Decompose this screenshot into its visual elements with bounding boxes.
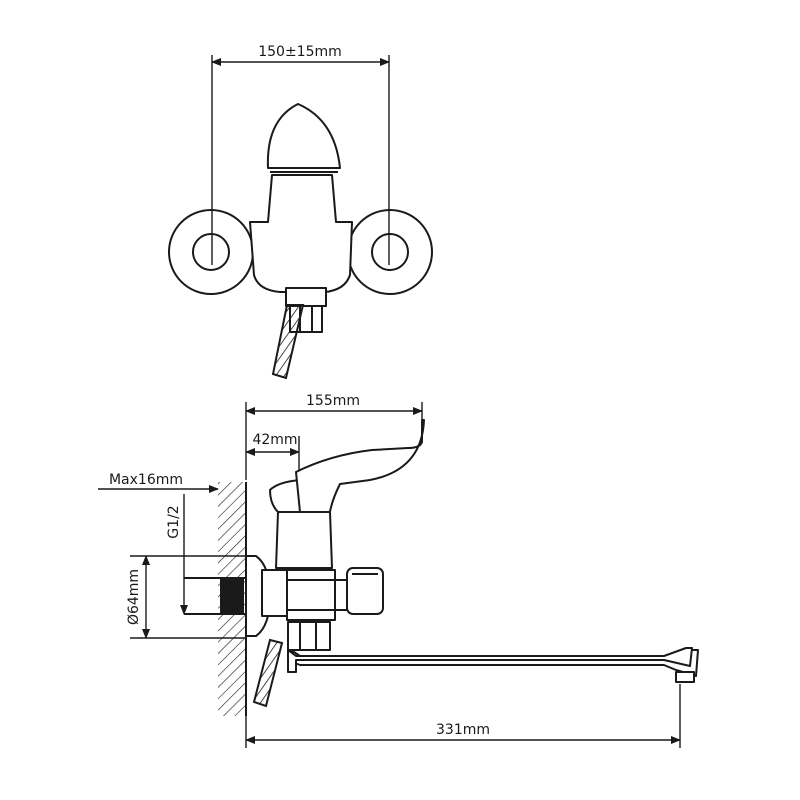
label-wall-max: Max16mm [109, 472, 183, 488]
dimension-wall-max: Max16mm [98, 472, 219, 493]
dimension-lever-offset: 42mm [245, 432, 300, 470]
lower-nut [287, 621, 331, 651]
label-flange-dia: Ø64mm [126, 569, 142, 625]
lever-handle-side [295, 419, 425, 513]
label-center-distance: 150±15mm [258, 44, 342, 60]
diverter-block [286, 567, 384, 621]
label-lever-offset: 42mm [252, 432, 297, 448]
side-view: 155mm 42mm Max16mm G1/2 Ø64mm [98, 393, 699, 748]
right-flange [347, 209, 433, 295]
spout [287, 649, 699, 677]
aerator [675, 671, 695, 683]
dimension-thread: G1/2 [166, 494, 188, 615]
dimension-spout-length: 331mm [245, 684, 681, 748]
mixer-body-side [275, 511, 333, 569]
braided-hose-top [271, 304, 305, 380]
mixer-body-top [249, 174, 353, 293]
label-thread: G1/2 [166, 505, 182, 538]
wall-pipe [220, 578, 244, 614]
label-spout-length: 331mm [436, 722, 490, 738]
lever-handle-top [266, 103, 341, 169]
label-overall-depth: 155mm [306, 393, 360, 409]
dimension-center-distance: 150±15mm [211, 44, 390, 265]
eccentric-connector [261, 569, 289, 617]
dimension-overall-depth: 155mm [245, 393, 423, 480]
dimension-flange-dia: Ø64mm [126, 555, 246, 639]
left-flange [168, 209, 254, 295]
top-view: 150±15mm [168, 44, 433, 380]
braided-hose-side [252, 638, 284, 708]
